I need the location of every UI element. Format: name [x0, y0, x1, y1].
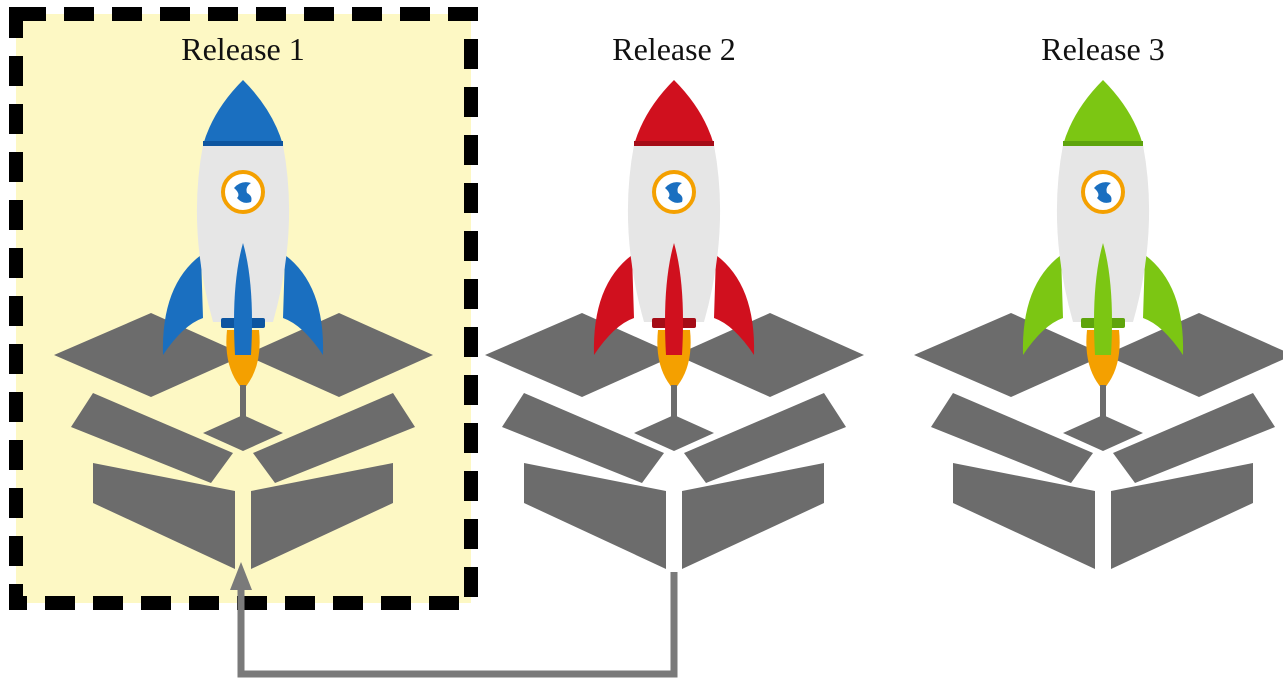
exhaust-stem: [1100, 385, 1106, 420]
nose-band: [634, 141, 714, 146]
nose-band: [203, 141, 283, 146]
rocket-nose: [1063, 80, 1143, 145]
release-1-label: Release 1: [181, 31, 305, 67]
exhaust-stem: [240, 385, 246, 420]
release-3-group: Release 3: [914, 31, 1283, 569]
release-3-label: Release 3: [1041, 31, 1165, 67]
rocket-nose: [634, 80, 714, 145]
exhaust-stem: [671, 385, 677, 420]
release-2-label: Release 2: [612, 31, 736, 67]
release-2-group: Release 2: [485, 31, 864, 569]
nose-band: [1063, 141, 1143, 146]
